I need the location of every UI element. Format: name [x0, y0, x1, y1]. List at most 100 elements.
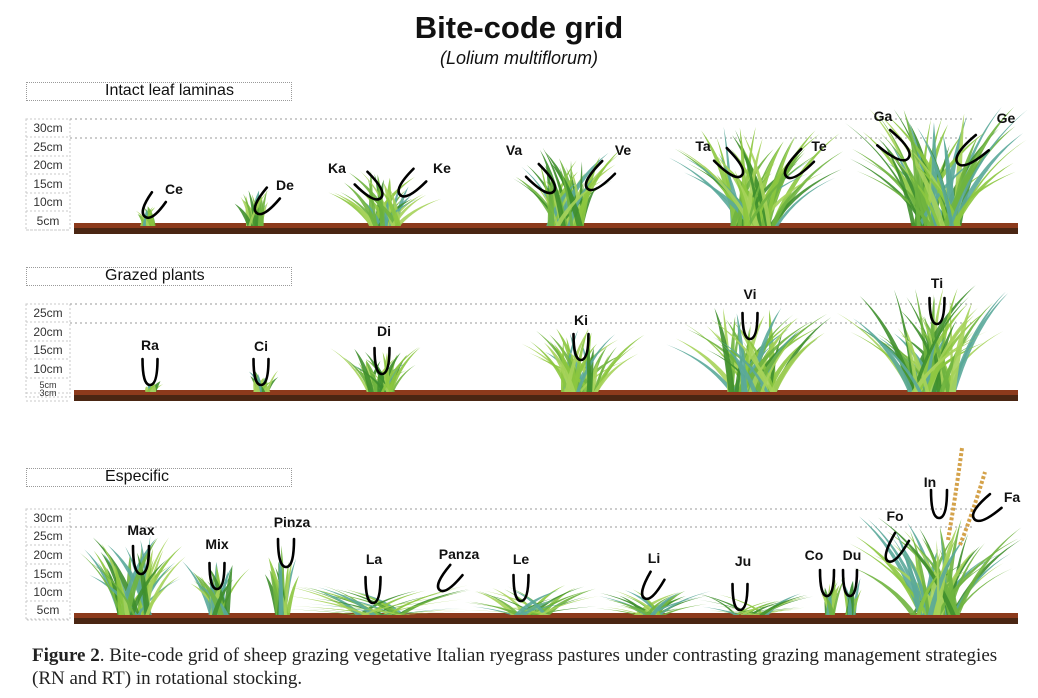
grass-tuft — [264, 545, 300, 615]
bite-label-Ge: Ge — [997, 110, 1016, 126]
bite-label-Ve: Ve — [615, 142, 632, 158]
scale-tick-label: 5cm — [39, 380, 56, 390]
grass-tuft — [836, 285, 1009, 392]
scale-tick-label: 25cm — [33, 140, 62, 154]
scale-box — [25, 303, 71, 398]
bite-mark — [524, 162, 557, 195]
bite-mark — [276, 537, 296, 569]
bite-mark — [955, 133, 990, 167]
bite-label-Ta: Ta — [695, 138, 711, 154]
bite-code-grid-diagram: 30cm 25cm 20cm 15cm 10cm 5cm 25cm 20cm 15cm 10cm 5… — [25, 106, 1028, 624]
bite-label-Fo: Fo — [886, 508, 903, 524]
bite-mark — [741, 311, 759, 341]
section-label-intact: Intact leaf laminas — [105, 82, 234, 99]
bite-label-Pinza: Pinza — [274, 514, 311, 530]
grass-tuft — [849, 516, 1022, 615]
bite-mark — [512, 573, 530, 603]
bite-mark — [876, 128, 911, 162]
bite-mark — [841, 568, 859, 598]
grass-tuft — [697, 593, 814, 615]
bite-label-Vi: Vi — [744, 286, 757, 302]
bite-label-Co: Co — [805, 547, 824, 563]
bite-label-Du: Du — [843, 547, 862, 563]
grass-tuft — [79, 535, 186, 615]
section-header-especific: Especific — [26, 468, 292, 487]
bite-label-Ti: Ti — [931, 275, 943, 291]
section-label-grazed: Grazed plants — [105, 267, 205, 284]
seedhead — [946, 447, 964, 541]
scale-tick-label: 30cm — [33, 511, 62, 525]
scale-tick-label: 10cm — [33, 585, 62, 599]
soil-bottom-band — [74, 618, 1018, 624]
caption-figure-label: Figure 2 — [32, 645, 100, 666]
scale-tick-label: 25cm — [33, 529, 62, 543]
bite-label-Ke: Ke — [433, 160, 451, 176]
bite-mark — [253, 186, 282, 216]
grass-tuft — [328, 170, 442, 226]
bite-mark — [397, 167, 428, 198]
scale-tick-label: 20cm — [33, 158, 62, 172]
scale-tick-label: 10cm — [33, 195, 62, 209]
grass-tuft — [182, 561, 250, 615]
section-label-especific: Especific — [105, 468, 170, 485]
soil-top-band — [74, 390, 1018, 395]
bite-label-Ju: Ju — [735, 553, 751, 569]
scale-tick-label: 5cm — [37, 603, 60, 617]
scale-tick-label: 5cm — [37, 214, 60, 228]
bite-mark — [584, 159, 617, 192]
scale-tick-label: 15cm — [33, 177, 62, 191]
bite-label-In: In — [924, 474, 936, 490]
bite-label-Ce: Ce — [165, 181, 183, 197]
bite-mark — [884, 531, 911, 563]
bite-mark — [783, 147, 816, 180]
bite-label-Ra: Ra — [141, 337, 159, 353]
bite-mark — [353, 170, 384, 201]
bite-label-Fa: Fa — [1004, 489, 1021, 505]
bite-label-Mix: Mix — [205, 536, 229, 552]
scale-tick-label: 10cm — [33, 362, 62, 376]
soil-bottom-band — [74, 228, 1018, 234]
bite-label-Ci: Ci — [254, 338, 268, 354]
bite-mark — [252, 357, 270, 387]
bite-mark — [731, 582, 749, 612]
figure-subtitle: (Lolium multiflorum) — [439, 48, 599, 68]
soil-bottom-band — [74, 395, 1018, 401]
scale-tick-label: 15cm — [33, 343, 62, 357]
grass-tuft — [595, 589, 712, 615]
grass-tuft — [464, 585, 600, 615]
section-header-grazed: Grazed plants — [26, 267, 292, 286]
bite-label-Ka: Ka — [328, 160, 346, 176]
scale-tick-label: 20cm — [33, 325, 62, 339]
grass-tuft — [845, 106, 1028, 226]
bite-mark — [572, 332, 590, 362]
bite-mark — [928, 296, 946, 326]
bite-mark — [929, 488, 949, 520]
bite-label-Le: Le — [513, 551, 530, 567]
grass-tuft — [280, 585, 488, 615]
figure-caption: Figure 2. Bite-code grid of sheep grazin… — [32, 644, 1022, 690]
bite-mark — [141, 357, 159, 387]
bite-label-Te: Te — [811, 138, 827, 154]
soil-top-band — [74, 223, 1018, 228]
bite-label-Ga: Ga — [874, 108, 893, 124]
bite-mark — [971, 492, 1003, 523]
grass-tuft — [521, 328, 645, 392]
bite-mark — [141, 190, 168, 220]
scale-tick-label: 3cm — [39, 388, 56, 398]
grass-tuft — [512, 147, 622, 226]
scale-tick-label: 30cm — [33, 121, 62, 135]
grass-tuft — [666, 307, 832, 392]
section-header-intact: Intact leaf laminas — [26, 82, 292, 101]
seedhead — [958, 471, 987, 546]
scale-tick-label: 15cm — [33, 567, 62, 581]
bite-label-Panza: Panza — [439, 546, 480, 562]
grass-tuft — [820, 577, 846, 615]
scale-tick-label: 25cm — [33, 306, 62, 320]
bite-mark — [208, 561, 226, 591]
bite-mark — [364, 575, 382, 605]
figure-title: Bite-code grid — [414, 10, 624, 45]
scale-tick-label: 20cm — [33, 548, 62, 562]
bite-mark — [373, 346, 391, 376]
bite-label-Ki: Ki — [574, 312, 588, 328]
bite-mark — [712, 146, 745, 179]
